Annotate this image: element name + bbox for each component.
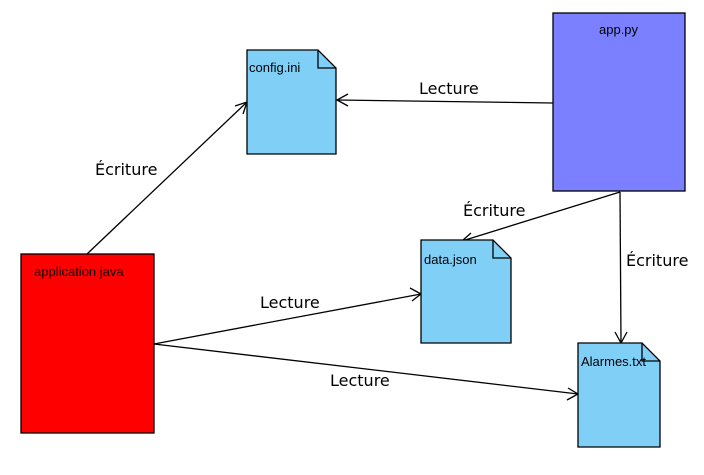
config-ini-file (246, 49, 337, 155)
edge-label-java-alarmes: Lecture (330, 371, 390, 390)
data-json-fold (492, 240, 511, 259)
edge-apppy-to-data (461, 191, 621, 242)
edge-label-java-data: Lecture (260, 293, 320, 312)
edge-java-to-data (153, 293, 422, 345)
config-ini-fold (317, 50, 336, 69)
application-java-label: application java (34, 264, 124, 279)
arrowhead-apppy-to-config (335, 93, 349, 107)
application-java-box (20, 253, 155, 434)
alarmes-txt-label: Alarmes.txt (581, 354, 647, 369)
alarmes-txt-file (577, 342, 661, 448)
edge-label-apppy-alarmes: Écriture (626, 251, 689, 270)
app-py-box (552, 12, 686, 192)
alarmes-txt-fold (641, 343, 660, 362)
data-json-label: data.json (424, 252, 477, 267)
edge-label-apppy-config: Lecture (419, 79, 479, 98)
app-py-label: app.py (599, 22, 639, 37)
config-ini-label: config.ini (249, 60, 301, 75)
data-json-file (420, 239, 512, 344)
edge-java-to-alarmes (153, 343, 579, 395)
edge-label-java-config: Écriture (95, 160, 158, 179)
edge-apppy-to-config (336, 99, 554, 104)
edge-label-apppy-data: Écriture (463, 201, 526, 220)
edge-java-to-config (86, 101, 248, 255)
edge-apppy-to-alarmes (619, 191, 622, 344)
